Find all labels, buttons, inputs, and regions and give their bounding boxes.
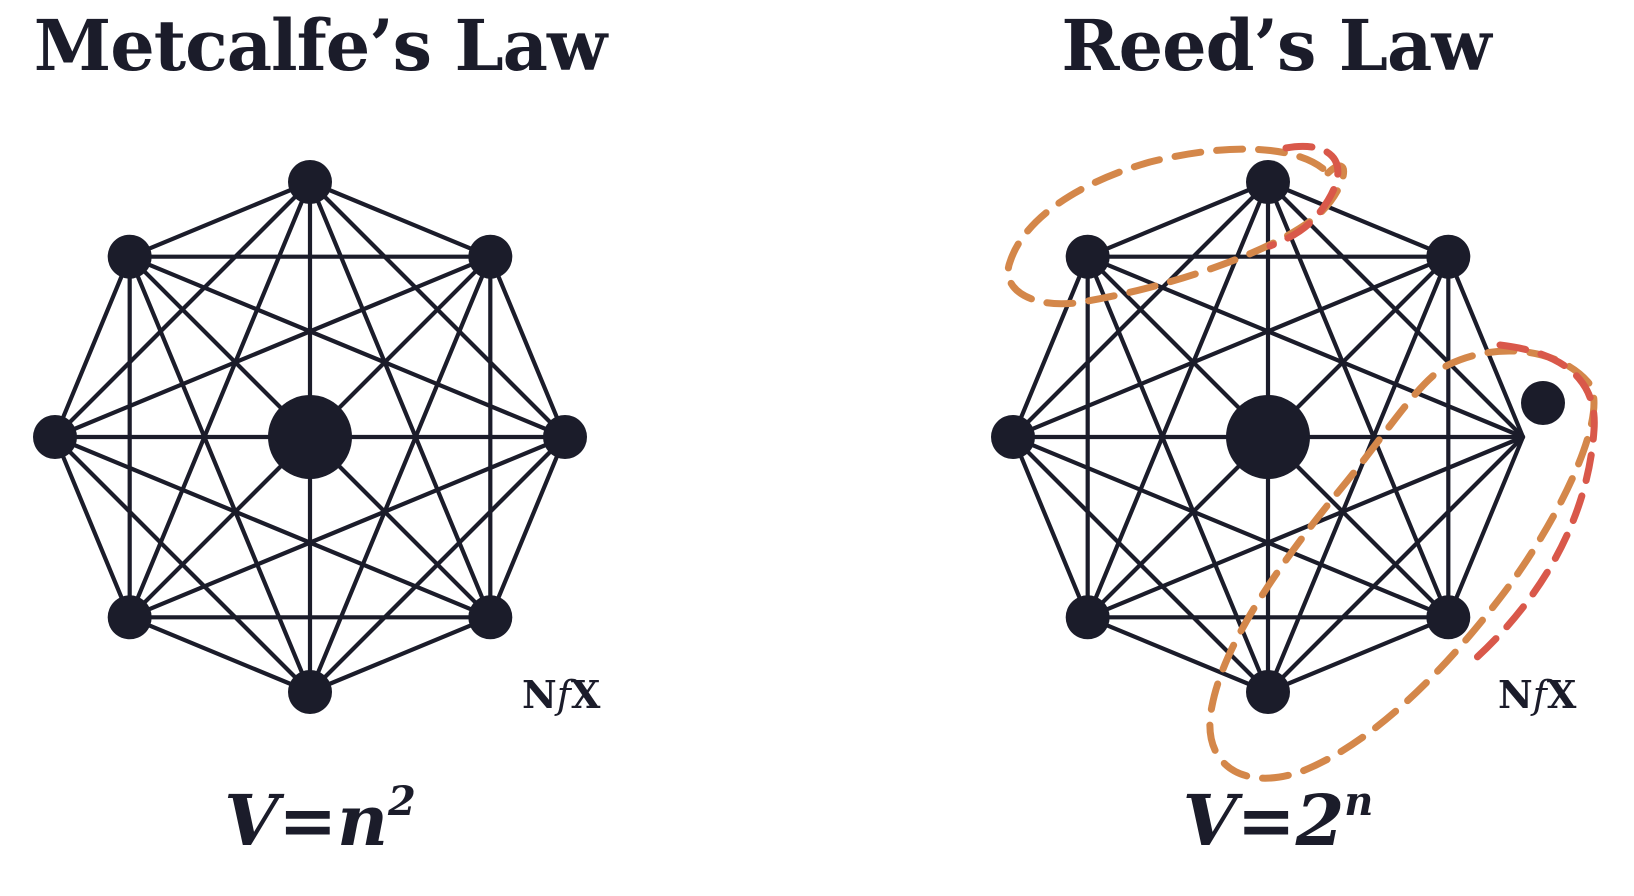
metcalfe-edge [52,254,132,440]
reed-title: Reed’s Law [1061,4,1491,87]
metcalfe-edge [307,179,493,620]
metcalfe-title: Metcalfe’s Law [33,4,608,87]
reed-edge [1085,434,1526,620]
metcalfe-edge [52,254,493,440]
metcalfe-edge [52,434,313,695]
reed-formula: V=2n [1078,781,1478,856]
nfx-logo-right: NfX [1498,672,1576,717]
metcalfe-edge [307,254,493,695]
metcalfe-formula: V=n2 [120,781,520,856]
metcalfe-edge [127,434,568,620]
metcalfe-edge [127,254,313,695]
reed-hub-node [1226,395,1310,479]
logo-letter-x: X [1546,672,1577,717]
reed-formula-exponent: n [1344,777,1374,825]
reed-edge [1085,179,1271,620]
metcalfe-edge [127,179,313,259]
metcalfe-node-bottom [288,670,332,714]
reed-edge [1010,254,1451,440]
reed-top-group-outline [1004,145,1348,308]
logo-letter-n: N [1498,672,1533,717]
reed-edge [1265,254,1451,695]
metcalfe-node-top-right [468,234,513,279]
metcalfe-edge [488,254,568,440]
metcalfe-edge [307,615,493,695]
metcalfe-edge [127,179,313,620]
reed-red-dash-segment [1266,142,1342,250]
metcalfe-node-top-left [107,234,152,279]
reed-edge [1010,434,1090,620]
metcalfe-edge [307,179,493,259]
reed-node-right [1521,381,1565,425]
metcalfe-node-bottom-right [468,595,513,640]
logo-letter-x: X [570,672,601,717]
reed-edge [1010,434,1271,695]
metcalfe-formula-base: V=n [224,779,388,862]
reed-edge [1085,254,1271,695]
reed-network [991,160,1565,714]
metcalfe-edge [127,254,568,440]
reed-red-dash-segment [1470,341,1598,664]
reed-edge [1010,434,1451,620]
metcalfe-edge [127,615,313,695]
reed-node-top [1246,160,1290,204]
reed-node-left [991,415,1035,459]
reed-node-bottom [1246,670,1290,714]
metcalfe-network [33,160,587,714]
reed-node-bottom-right [1426,595,1471,640]
reed-node-top-left [1065,234,1110,279]
metcalfe-edge [52,434,493,620]
reed-edge [1010,254,1090,440]
reed-edge [1265,179,1451,620]
reed-edge [1265,179,1451,259]
reed-edge [1085,615,1271,695]
metcalfe-node-top [288,160,332,204]
reed-node-top-right [1426,234,1471,279]
metcalfe-node-right [543,415,587,459]
reed-node-bottom-left [1065,595,1110,640]
logo-letter-n: N [522,672,557,717]
reed-edge [1085,254,1526,440]
reed-formula-base: V=2 [1182,779,1345,862]
metcalfe-formula-exponent: 2 [388,777,416,825]
metcalfe-edge [52,434,132,620]
logo-letter-f: f [556,673,571,717]
metcalfe-edge [488,434,568,620]
logo-letter-f: f [1532,673,1547,717]
metcalfe-node-bottom-left [107,595,152,640]
reed-edge [1265,615,1451,695]
reed-edge [1446,254,1526,440]
reed-edge [1446,434,1526,620]
metcalfe-hub-node [268,395,352,479]
metcalfe-node-left [33,415,77,459]
reed-right-group-outline [1206,347,1598,782]
reed-edge [1085,179,1271,259]
nfx-logo-left: NfX [522,672,600,717]
